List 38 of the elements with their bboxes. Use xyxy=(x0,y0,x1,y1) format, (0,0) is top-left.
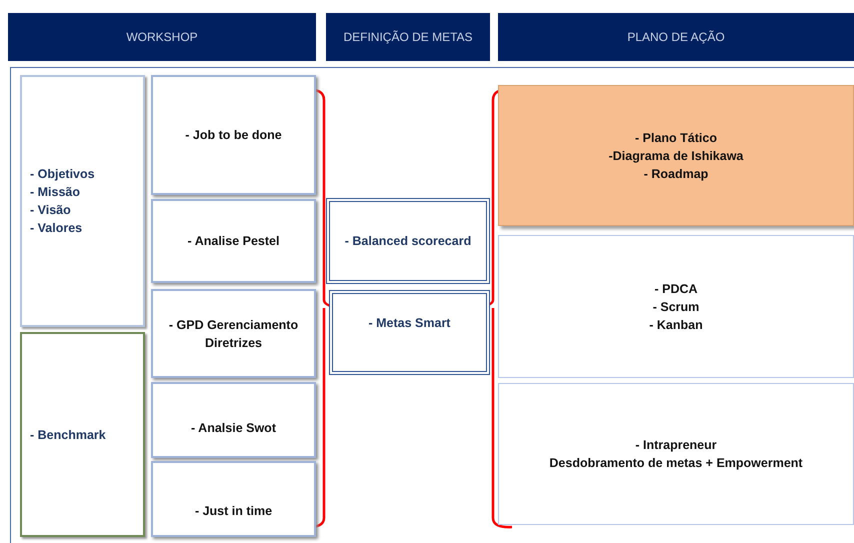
list-item: - Valores xyxy=(30,220,82,237)
text-box xyxy=(151,461,316,537)
list-item: - PDCA xyxy=(654,280,698,298)
list-item: - Intrapreneur xyxy=(635,437,717,454)
list-item: - Objetivos xyxy=(30,166,95,183)
box-text: - Metas Smart xyxy=(368,315,450,332)
box-text: - Analsie Swot xyxy=(191,420,276,437)
list-item: -Diagrama de Ishikawa xyxy=(608,148,744,164)
list-item: - Visão xyxy=(30,202,71,219)
header-text: PLANO DE AÇÃO xyxy=(627,29,725,46)
text-box xyxy=(151,382,316,458)
box-text: - Benchmark xyxy=(30,426,106,444)
column-header xyxy=(8,13,316,61)
column-header xyxy=(326,13,490,61)
text-box xyxy=(326,198,490,284)
list-item: - Missão xyxy=(30,184,80,201)
header-text: WORKSHOP xyxy=(126,29,198,46)
text-box xyxy=(329,290,490,375)
highlight-box xyxy=(498,85,854,226)
text-box xyxy=(151,199,316,283)
box-text: - Balanced scorecard xyxy=(344,233,472,250)
text-box xyxy=(498,235,854,378)
text-box xyxy=(151,289,316,378)
box-text: - GPD Gerenciamento Diretrizes xyxy=(168,316,300,352)
box-text: - Analise Pestel xyxy=(188,233,280,250)
box-text: - Job to be done xyxy=(185,127,282,144)
list-item: - Roadmap xyxy=(644,166,708,182)
text-box xyxy=(20,75,145,327)
list-item: Desdobramento de metas + Empowerment xyxy=(549,455,803,472)
box-text: - Just in time xyxy=(194,503,272,520)
text-box xyxy=(20,332,145,537)
text-box xyxy=(151,75,316,195)
list-item: - Kanban xyxy=(649,316,703,334)
list-item: - Scrum xyxy=(652,298,700,316)
column-header xyxy=(498,13,854,61)
text-box xyxy=(498,383,854,525)
header-text: DEFINIÇÃO DE METAS xyxy=(343,29,473,46)
list-item: - Plano Tático xyxy=(635,130,717,146)
